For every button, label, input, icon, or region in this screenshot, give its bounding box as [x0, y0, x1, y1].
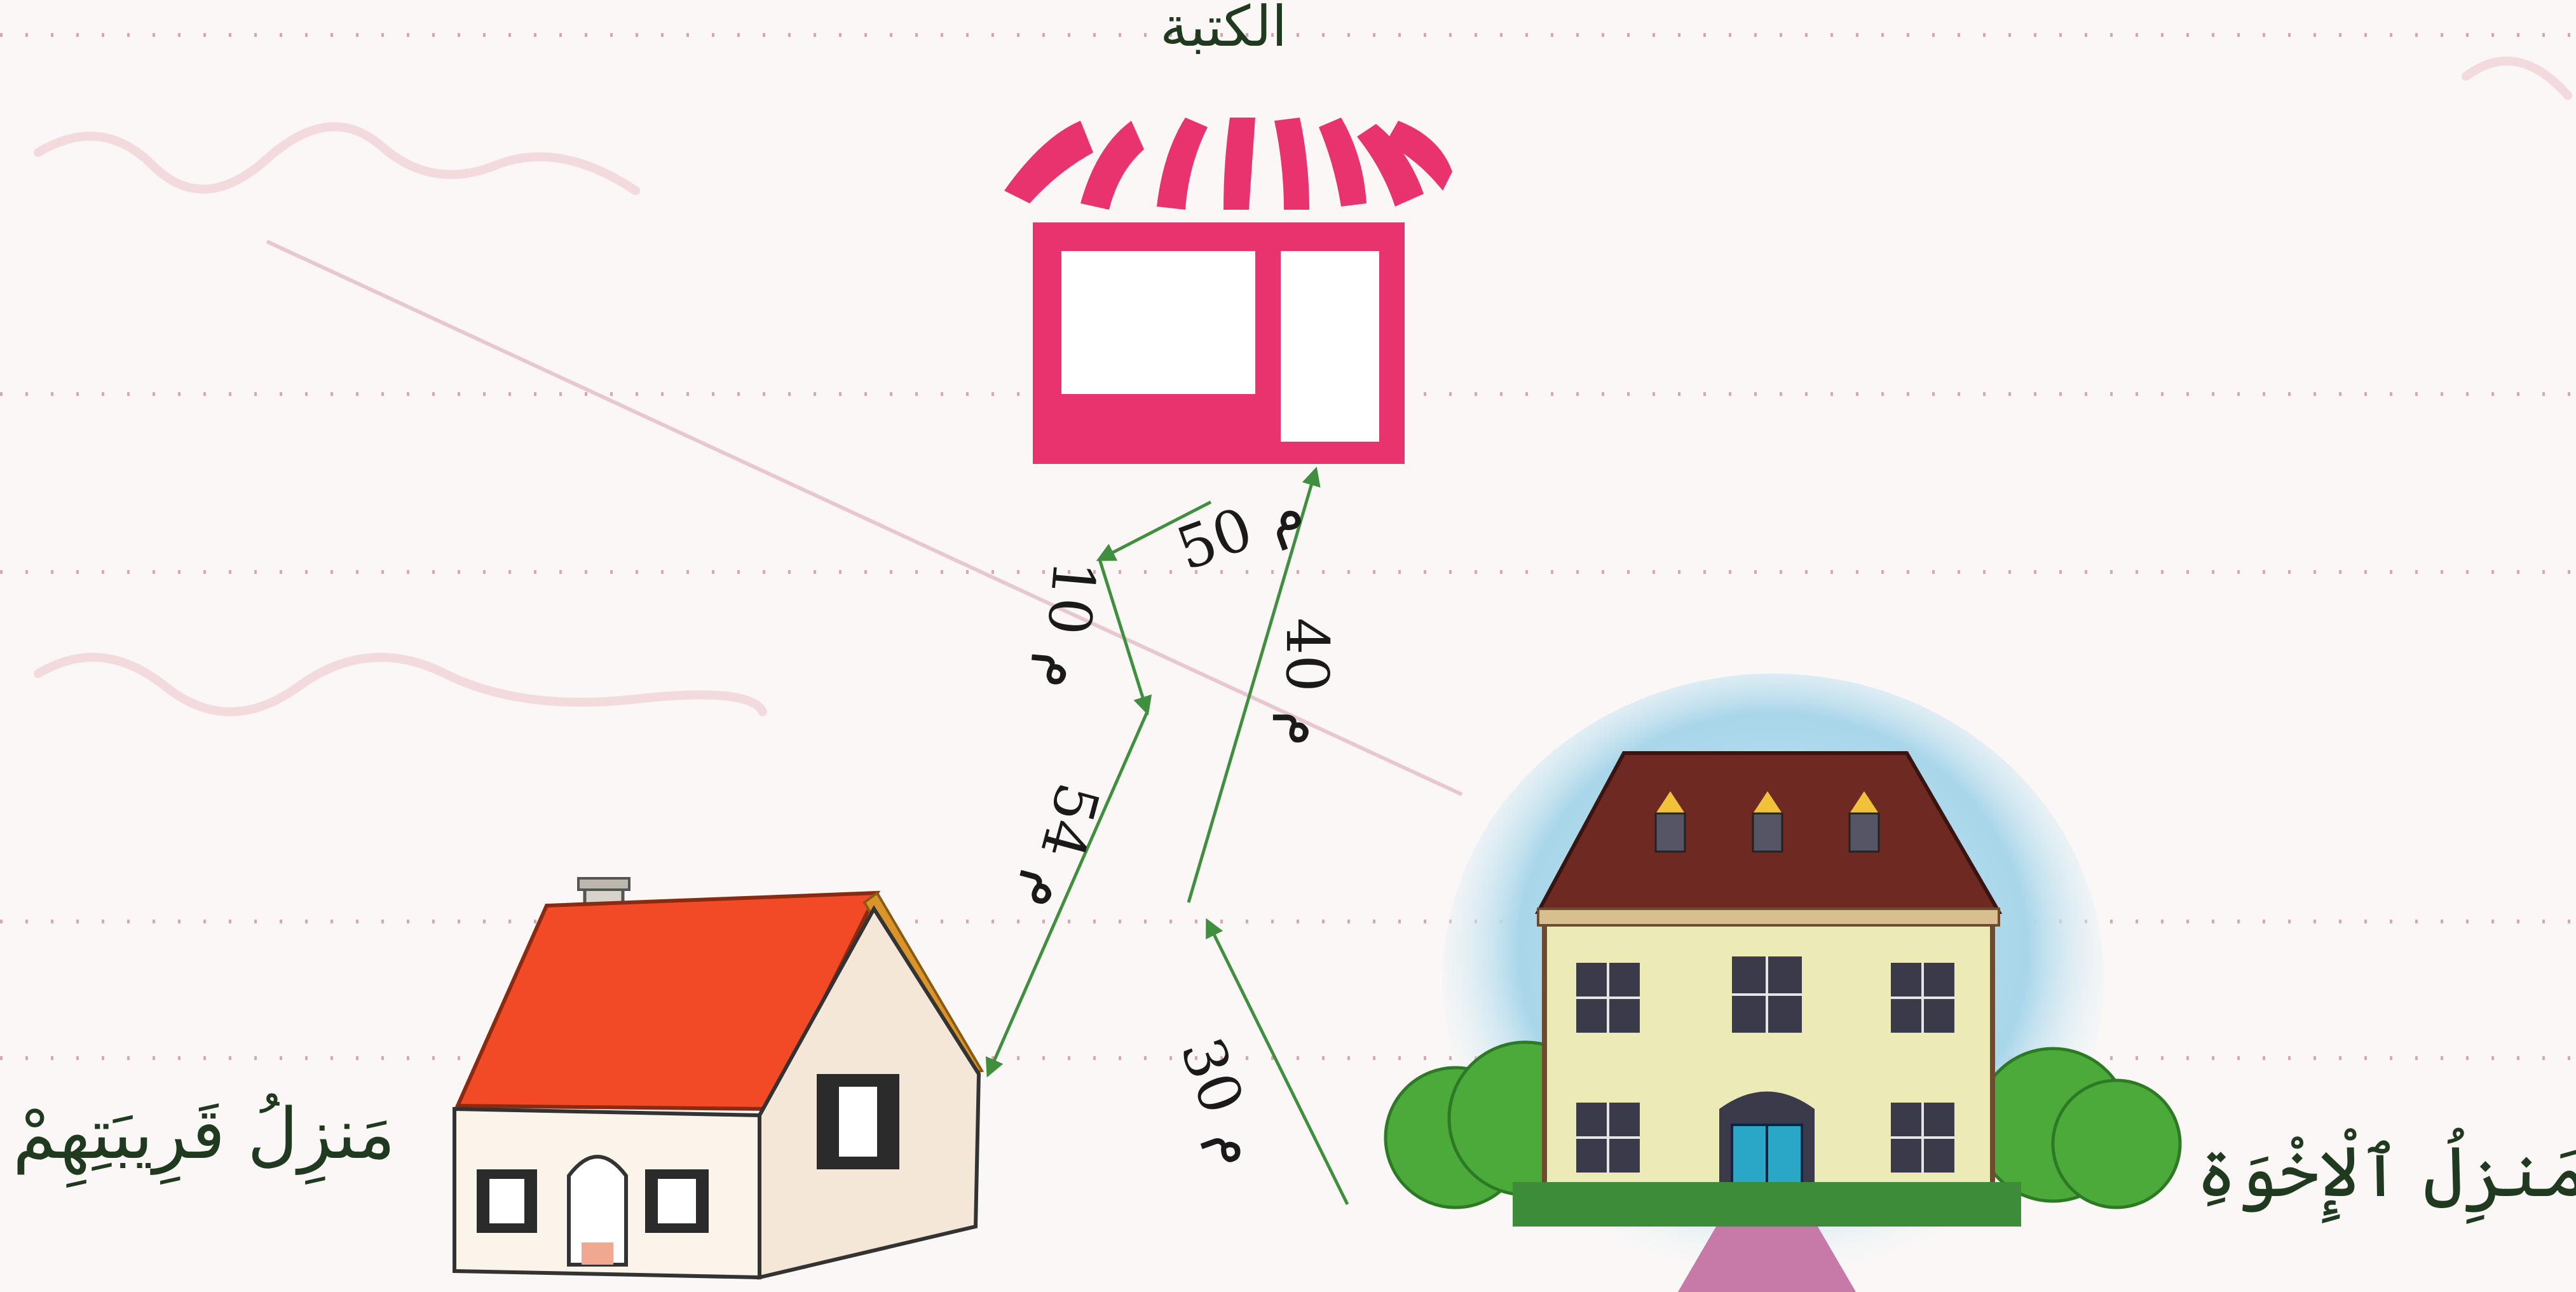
relatives-house-label: مَنزِلُ قَرِيبَتِهِمْ [13, 1093, 395, 1174]
distance-middle-to-store: 40 م [1273, 618, 1341, 747]
brothers-house-label: مَنزِلُ ٱلْإِخْوَةِ [2196, 1131, 2576, 1213]
brothers-house-icon [1386, 674, 2180, 1292]
relatives-house-icon [454, 878, 982, 1277]
distance-turn-segment: 10 م [1029, 558, 1108, 693]
library-label: الكتبة [1160, 0, 1287, 59]
library-icon [1004, 118, 1452, 464]
